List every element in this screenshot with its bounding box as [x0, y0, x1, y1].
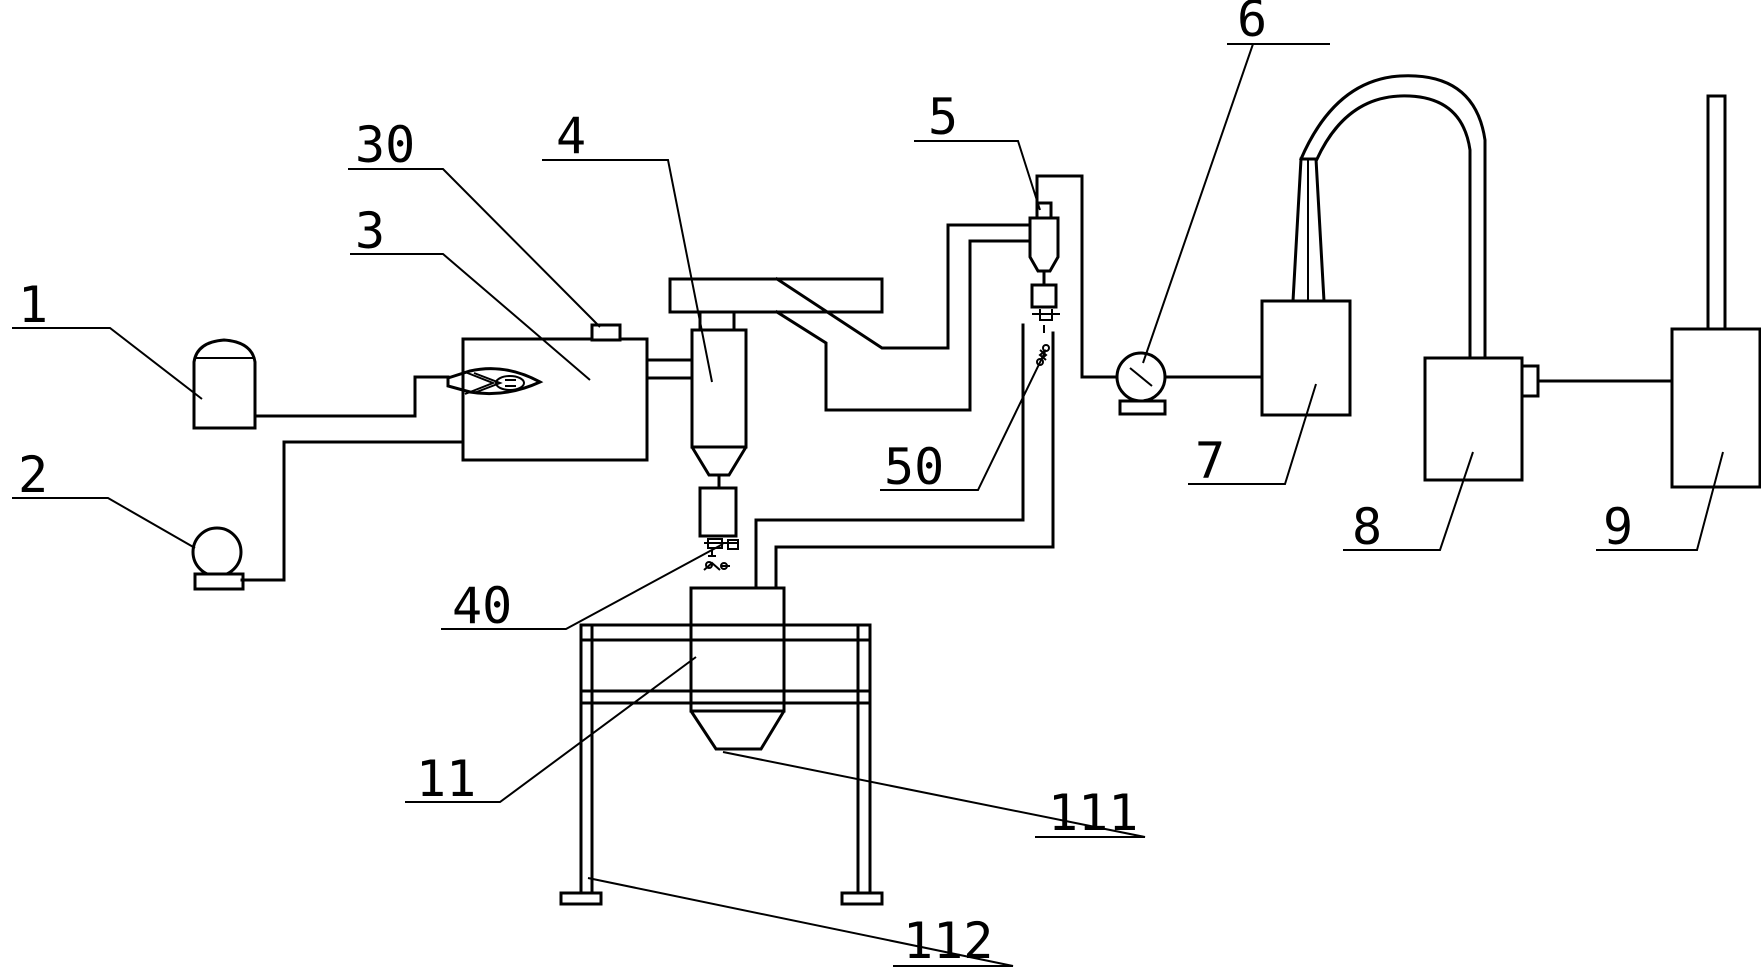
label-7: 7: [1195, 432, 1225, 490]
part-labels: 1 2 3 30 4 40 5 50 6 7 8 9 11 111 112: [18, 0, 1633, 970]
component-3-furnace: [446, 323, 649, 462]
label-30: 30: [355, 116, 415, 174]
component-112-foot: [559, 891, 603, 906]
component-30-port: [590, 323, 622, 342]
label-50: 50: [884, 438, 944, 496]
component-1-tank: [192, 338, 257, 430]
valve-icon: [1032, 309, 1060, 366]
label-111: 111: [1048, 784, 1138, 842]
pump-icon: [191, 526, 243, 578]
component-5-small-cyclone: [1028, 201, 1060, 366]
component-11-hopper: [559, 586, 884, 906]
label-5: 5: [928, 88, 958, 146]
label-9: 9: [1603, 498, 1633, 556]
label-2: 2: [18, 446, 48, 504]
component-4-cyclone: [668, 277, 884, 571]
burner-icon: [446, 367, 544, 396]
label-6: 6: [1237, 0, 1267, 48]
label-11: 11: [416, 750, 476, 808]
tank-icon: [192, 338, 257, 430]
component-6-fan: [1115, 351, 1167, 416]
component-7-scrubber: [1260, 157, 1352, 417]
label-40: 40: [452, 577, 512, 635]
label-8: 8: [1352, 498, 1382, 556]
label-1: 1: [18, 276, 48, 334]
component-8-tower: [1299, 74, 1540, 482]
pipes: [240, 174, 1674, 590]
valve-icon: [703, 538, 739, 571]
component-2-pump: [191, 526, 245, 591]
component-9-stack: [1670, 94, 1761, 489]
label-4: 4: [556, 107, 586, 165]
leader-lines: [12, 43, 1724, 967]
label-112: 112: [903, 912, 993, 970]
label-3: 3: [355, 202, 385, 260]
